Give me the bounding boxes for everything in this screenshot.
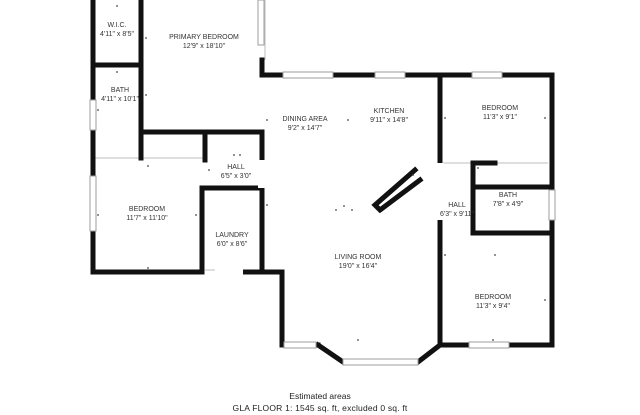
room-name: HALL bbox=[227, 164, 245, 171]
window bbox=[548, 189, 556, 221]
room-dimensions: 4'11" x 8'5" bbox=[100, 31, 134, 38]
footer-gla-summary: GLA FLOOR 1: 1545 sq. ft, excluded 0 sq.… bbox=[232, 403, 408, 413]
room-label-hall-east: HALL 6'3" x 9'11" bbox=[440, 202, 474, 218]
window bbox=[374, 71, 406, 79]
room-dimensions: 7'8" x 4'9" bbox=[493, 201, 524, 208]
room-label-bedroom-se: BEDROOM 11'3" x 9'4" bbox=[475, 294, 511, 310]
room-dimensions: 11'3" x 9'4" bbox=[476, 303, 510, 310]
window bbox=[468, 341, 510, 349]
room-dimensions: 11'7" x 11'10" bbox=[126, 215, 168, 222]
window bbox=[257, 0, 265, 46]
room-label-bath-primary: BATH 4'11" x 10'1" bbox=[101, 87, 139, 103]
room-dimensions: 9'11" x 14'8" bbox=[370, 117, 408, 124]
room-name: BATH bbox=[499, 192, 517, 199]
room-name: BATH bbox=[111, 87, 129, 94]
room-label-laundry: LAUNDRY 6'0" x 8'6" bbox=[215, 232, 249, 248]
room-label-kitchen: KITCHEN 9'11" x 14'8" bbox=[370, 108, 408, 124]
room-label-dining-area: DINING AREA 9'2" x 14'7" bbox=[282, 116, 327, 132]
footer-estimated-areas: Estimated areas bbox=[289, 391, 351, 401]
room-dimensions: 11'3" x 9'1" bbox=[483, 114, 517, 121]
room-name: LIVING ROOM bbox=[335, 254, 382, 261]
room-label-hall-west: HALL 6'5" x 3'0" bbox=[221, 164, 252, 180]
room-dimensions: 19'0" x 16'4" bbox=[339, 263, 378, 270]
window bbox=[342, 358, 419, 366]
room-dimensions: 4'11" x 10'1" bbox=[101, 96, 139, 103]
markers bbox=[97, 5, 546, 341]
room-name: HALL bbox=[448, 202, 466, 209]
room-name: W.I.C. bbox=[107, 22, 126, 29]
window bbox=[471, 71, 503, 79]
room-name: LAUNDRY bbox=[215, 232, 249, 239]
room-name: PRIMARY BEDROOM bbox=[169, 34, 239, 41]
room-name: DINING AREA bbox=[282, 116, 327, 123]
room-name: KITCHEN bbox=[374, 108, 405, 115]
room-dimensions: 6'3" x 9'11" bbox=[440, 211, 474, 218]
room-label-wic: W.I.C. 4'11" x 8'5" bbox=[100, 22, 134, 38]
interior-lines bbox=[93, 0, 548, 271]
windows bbox=[89, 0, 556, 366]
room-dimensions: 6'5" x 3'0" bbox=[221, 173, 252, 180]
room-name: BEDROOM bbox=[482, 105, 518, 112]
window bbox=[282, 71, 334, 79]
room-label-primary-bedroom: PRIMARY BEDROOM 12'9" x 18'10" bbox=[169, 34, 239, 50]
room-dimensions: 12'9" x 18'10" bbox=[183, 43, 226, 50]
room-dimensions: 9'2" x 14'7" bbox=[288, 125, 323, 132]
room-name: BEDROOM bbox=[129, 206, 165, 213]
room-label-bedroom-ne: BEDROOM 11'3" x 9'1" bbox=[482, 105, 518, 121]
room-label-bath-east: BATH 7'8" x 4'9" bbox=[493, 192, 524, 208]
room-label-living-room: LIVING ROOM 19'0" x 16'4" bbox=[335, 254, 382, 270]
room-dimensions: 6'0" x 8'6" bbox=[217, 241, 248, 248]
window bbox=[283, 341, 317, 349]
doorways bbox=[215, 160, 444, 276]
window bbox=[89, 175, 97, 232]
window bbox=[89, 99, 97, 131]
room-label-bedroom-west: BEDROOM 11'7" x 11'10" bbox=[126, 206, 168, 222]
room-name: BEDROOM bbox=[475, 294, 511, 301]
